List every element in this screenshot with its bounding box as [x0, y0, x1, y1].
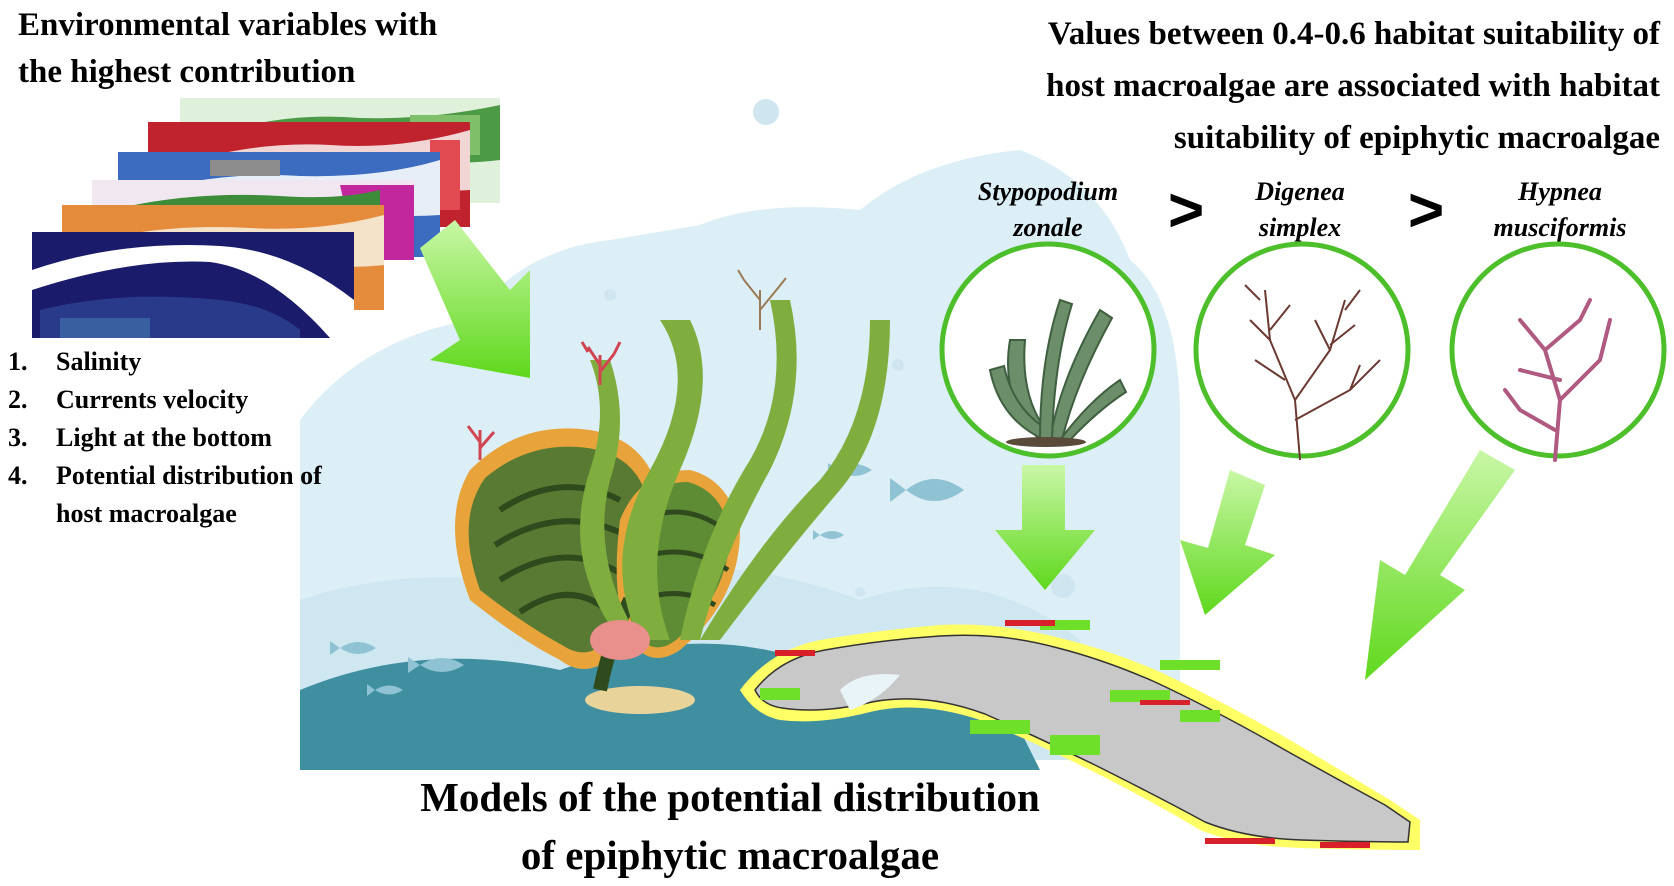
cuba-suitability-map — [740, 620, 1420, 850]
arrow-species-3 — [1365, 450, 1515, 680]
red-coral — [466, 341, 622, 460]
bottom-title: Models of the potential distribution of … — [300, 768, 1160, 884]
lagoon — [840, 674, 900, 710]
fish-icon — [408, 657, 464, 673]
species-epithet: simplex — [1258, 213, 1342, 242]
variable-label: Light at the bottom — [56, 423, 272, 452]
right-heading-line2: host macroalgae are associated with habi… — [1046, 68, 1660, 104]
left-heading-line1: Environmental variables with — [18, 7, 438, 43]
variable-number: 1. — [8, 347, 28, 376]
species-genus: Hypnea — [1518, 177, 1602, 206]
bubbles — [516, 99, 1075, 646]
species-epithet: zonale — [1013, 213, 1083, 242]
fish-icon — [330, 641, 376, 655]
greater-than-symbol: > — [1168, 176, 1205, 245]
species-label-stypopodium: Stypopodium zonale — [948, 174, 1148, 246]
right-heading-line3: suitability of epiphytic macroalgae — [1173, 120, 1660, 156]
raster-layer-stack — [32, 98, 500, 338]
left-heading: Environmental variables with the highest… — [18, 2, 437, 96]
species-genus: Stypopodium — [977, 177, 1119, 206]
right-heading: Values between 0.4-0.6 habitat suitabili… — [840, 8, 1660, 164]
species-circles — [939, 241, 1667, 462]
species-label-digenea: Digenea simplex — [1205, 174, 1395, 246]
suitability-green-patches — [760, 620, 1220, 755]
species-circle-stypopodium — [939, 241, 1157, 459]
species-label-hypnea: Hypnea musciformis — [1460, 174, 1660, 246]
arrow-species-1 — [995, 465, 1095, 590]
arrow-layers-to-alga — [420, 220, 530, 378]
right-heading-line1: Values between 0.4-0.6 habitat suitabili… — [1047, 16, 1660, 52]
fish-school — [330, 463, 964, 696]
variable-number: 3. — [8, 423, 28, 452]
brown-coral — [737, 269, 787, 330]
variable-label: Potential distribution of host macroalga… — [56, 461, 322, 528]
fish-icon — [813, 530, 844, 540]
raster-layer-navy — [32, 232, 354, 338]
variable-label: Currents velocity — [56, 385, 249, 414]
variable-item: 2. Currents velocity — [8, 381, 346, 419]
fish-icon — [367, 684, 403, 696]
variable-item: 4. Potential distribution of host macroal… — [8, 457, 346, 533]
variable-list: 1. Salinity 2. Currents velocity 3. Light a… — [8, 343, 346, 533]
host-macroalgae-illustration — [455, 269, 890, 692]
arrow-species-2 — [1180, 470, 1275, 615]
species-circle-hypnea — [1449, 241, 1667, 462]
suitability-red-patches — [775, 620, 1370, 848]
sand-patch — [585, 686, 695, 714]
bottom-title-line1: Models of the potential distribution — [420, 774, 1040, 820]
variable-number: 4. — [8, 461, 28, 490]
species-genus: Digenea — [1255, 177, 1345, 206]
species-circle-digenea — [1193, 241, 1411, 461]
pink-coral — [590, 620, 650, 660]
bottom-title-line2: of epiphytic macroalgae — [520, 832, 940, 878]
greater-than-symbol: > — [1408, 176, 1445, 245]
fish-icon — [890, 478, 964, 502]
species-epithet: musciformis — [1493, 213, 1627, 242]
left-heading-line2: the highest contribution — [18, 54, 356, 90]
arrows — [420, 220, 1515, 680]
kelp-blades — [580, 300, 890, 640]
variable-item: 3. Light at the bottom — [8, 419, 346, 457]
variable-item: 1. Salinity — [8, 343, 346, 381]
variable-label: Salinity — [56, 347, 142, 376]
variable-number: 2. — [8, 385, 28, 414]
